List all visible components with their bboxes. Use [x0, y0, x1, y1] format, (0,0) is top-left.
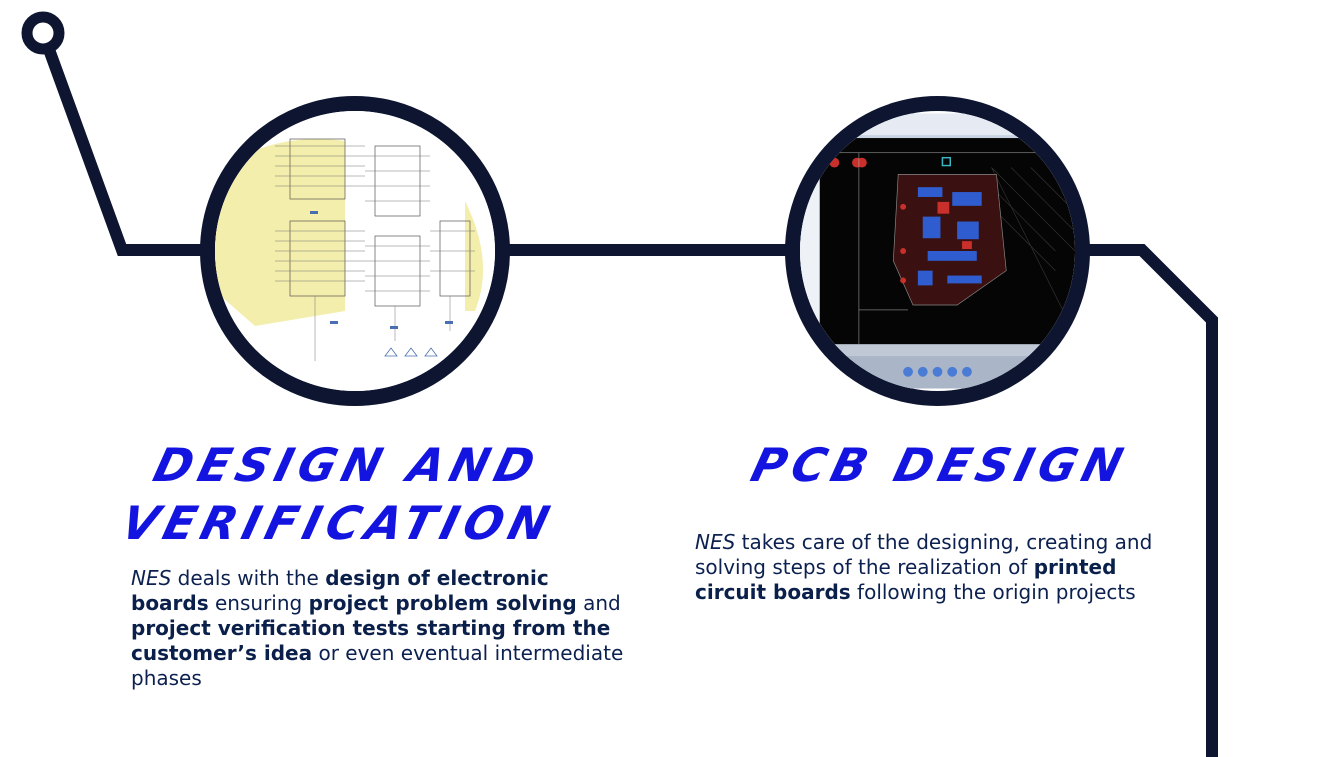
pcb-design-title: PCB DESIGN: [723, 436, 1157, 494]
pcb-design-image: [785, 96, 1090, 406]
design-verification-image: [200, 96, 510, 406]
company-name: NES: [131, 566, 172, 590]
design-verification-title-line1: DESIGN AND: [148, 438, 547, 492]
desc-text: and: [576, 591, 621, 615]
schematic-icon: [215, 111, 495, 391]
design-verification-title: DESIGN AND VERIFICATION: [116, 436, 565, 552]
design-verification-description: NES deals with the design of electronic …: [131, 566, 631, 691]
pcb-design-title-line1: PCB DESIGN: [745, 438, 1135, 492]
desc-text: or even eventual intermediate phases: [131, 641, 624, 690]
pcb-layout-icon: [800, 113, 1075, 389]
desc-text: ensuring: [208, 591, 309, 615]
company-name: NES: [695, 530, 736, 554]
desc-highlight: printed circuit boards: [695, 555, 1117, 604]
desc-highlight: design of electronic boards: [131, 566, 549, 615]
desc-highlight: project problem solving: [308, 591, 577, 615]
pcb-design-description: NES takes care of the designing, creatin…: [695, 530, 1175, 605]
desc-text: takes care of the designing, creating an…: [695, 530, 1153, 579]
desc-highlight: project verification tests starting from…: [131, 616, 611, 665]
desc-text: following the origin projects: [850, 580, 1136, 604]
design-verification-title-line2: VERIFICATION: [116, 496, 561, 550]
desc-text: deals with the: [171, 566, 326, 590]
